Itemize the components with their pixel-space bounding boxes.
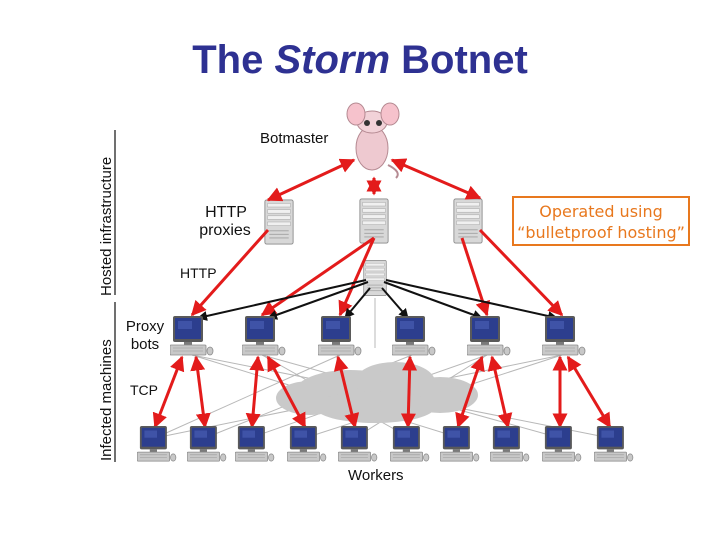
title-prefix: The bbox=[192, 38, 264, 82]
title-italic: Storm bbox=[274, 38, 391, 82]
proxy-bot-3-icon bbox=[318, 316, 362, 356]
bot-to-worker-links bbox=[152, 355, 612, 429]
bulletproof-hosting-callout: Operated using “bulletproof hosting” bbox=[512, 196, 690, 246]
worker-10-icon bbox=[594, 426, 634, 462]
http-proxies-label-line2: proxies bbox=[199, 222, 251, 239]
proxy-server-center-icon bbox=[359, 198, 389, 244]
callout-line1: Operated using bbox=[539, 202, 663, 221]
http-proxies-label-line1: HTTP bbox=[205, 204, 247, 221]
worker-6-icon bbox=[390, 426, 430, 462]
botmaster-links bbox=[266, 158, 482, 202]
worker-5-icon bbox=[338, 426, 378, 462]
proxy-bot-5-icon bbox=[467, 316, 511, 356]
proxy-bot-2-icon bbox=[242, 316, 286, 356]
workers-label: Workers bbox=[348, 467, 404, 484]
proxy-bot-1-icon bbox=[170, 316, 214, 356]
worker-4-icon bbox=[287, 426, 327, 462]
callout-line2: “bulletproof hosting” bbox=[517, 223, 685, 242]
worker-2-icon bbox=[187, 426, 227, 462]
botmaster-label: Botmaster bbox=[260, 130, 329, 147]
cloud-icon bbox=[276, 362, 478, 423]
proxy-to-bot-links bbox=[190, 228, 564, 317]
http-label: HTTP bbox=[180, 265, 217, 281]
proxy-server-right-icon bbox=[453, 198, 483, 244]
proxy-bot-4-icon bbox=[392, 316, 436, 356]
pinky-mouse-icon bbox=[346, 102, 400, 179]
title-suffix: Botnet bbox=[401, 38, 528, 82]
proxy-bots-label-line1: Proxy bbox=[125, 318, 165, 335]
worker-7-icon bbox=[440, 426, 480, 462]
proxy-bots-label-line2: bots bbox=[130, 336, 160, 353]
proxy-bot-6-icon bbox=[542, 316, 586, 356]
http-server-links bbox=[197, 279, 558, 321]
tcp-label: TCP bbox=[130, 382, 158, 398]
worker-8-icon bbox=[490, 426, 530, 462]
proxy-server-left-icon bbox=[264, 199, 294, 245]
page-title: The Storm Botnet bbox=[0, 38, 720, 83]
